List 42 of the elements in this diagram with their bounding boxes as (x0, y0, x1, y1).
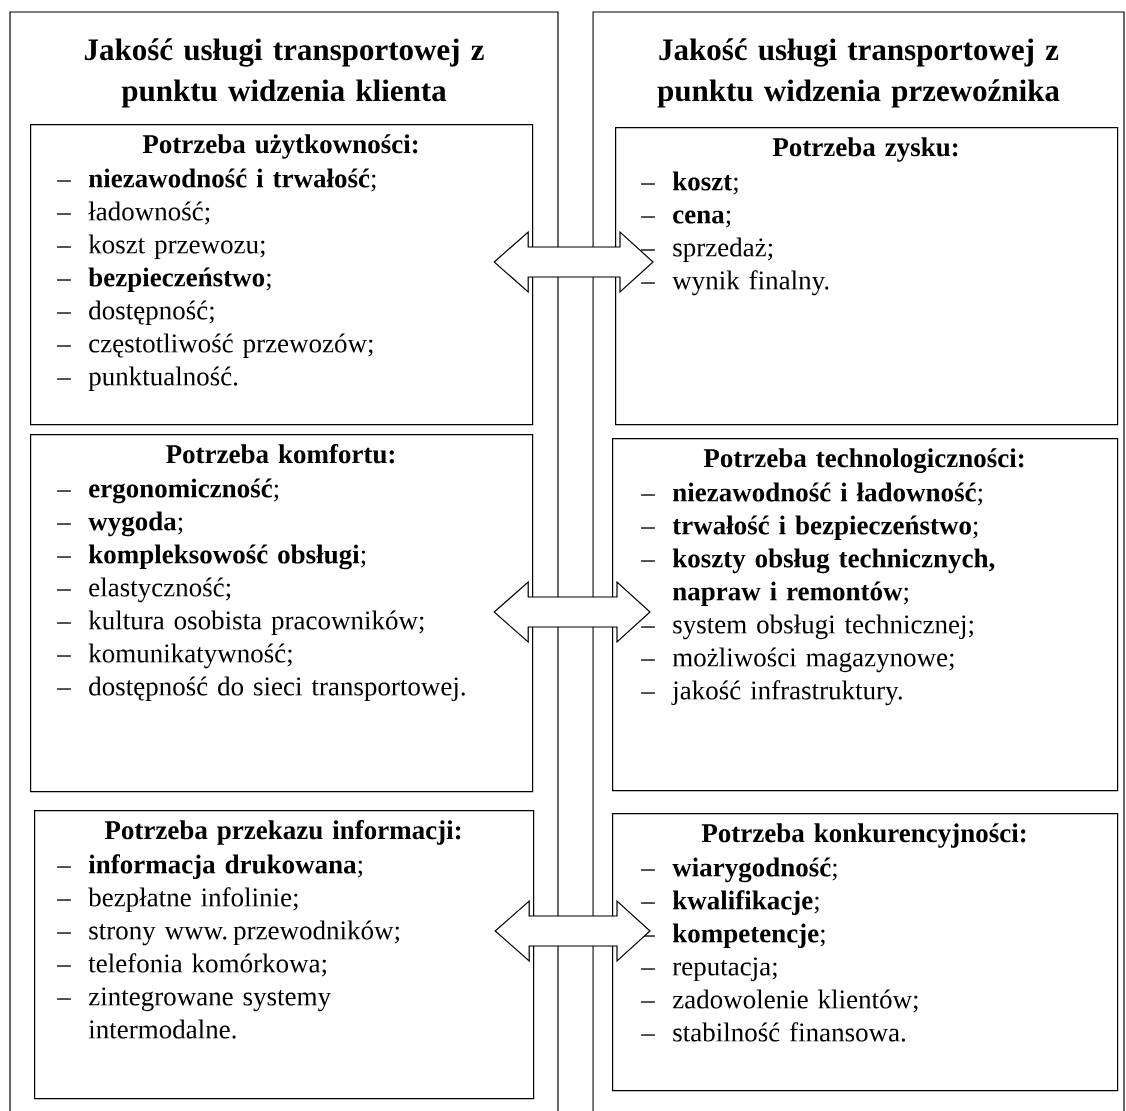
list-dash: – (641, 560, 655, 562)
list-box: Potrzeba technologiczności: – niezawodność i ładowność; – trwałość i bezpieczeństwo; – koszty obsług technicznych, napraw i remontów; – system obsługi technicznej; – możliwości magazynowe; – jakość infrastruktury. (612, 438, 1119, 792)
list-dash: – (641, 282, 655, 284)
list-dash: – (641, 968, 655, 970)
list-dash: – (57, 965, 71, 967)
list-dash: – (57, 523, 71, 525)
list-box: Potrzeba zysku: – koszt; – cena; – sprzedaż; – wynik finalny. (615, 127, 1119, 426)
list-dash: – (57, 589, 71, 591)
list-dash: – (57, 246, 71, 248)
list-dash: – (57, 556, 71, 558)
list-dash: – (641, 1034, 655, 1036)
double-arrow (493, 230, 654, 294)
list-box: Potrzeba komfortu: – ergonomiczność; – wygoda; – kompleksowość obsługi; – elastyczność; – kultura osobista pracowników; – komunikatywność; – dostępność do sieci transportowej. (30, 434, 534, 793)
list-dash: – (57, 622, 71, 624)
list-dash: – (57, 688, 71, 690)
list-dash: – (57, 998, 71, 1000)
list-dash: – (641, 869, 655, 871)
list-dash: – (641, 527, 655, 529)
list-dash: – (641, 1001, 655, 1003)
list-dash: – (57, 378, 71, 380)
list-dash: – (57, 899, 71, 901)
list-dash: – (57, 866, 71, 868)
list-dash: – (57, 345, 71, 347)
list-dash: – (641, 659, 655, 661)
list-dash: – (57, 655, 71, 657)
list-dash: – (641, 902, 655, 904)
list-box: Potrzeba użytkowności: – niezawodność i trwałość; – ładowność; – koszt przewozu; – bezpieczeństwo; – dostępność; – częstotliwość przewozów; – punktualność. (30, 124, 534, 426)
list-dash: – (57, 312, 71, 314)
list-dash: – (57, 490, 71, 492)
list-dash: – (641, 692, 655, 694)
list-dash: – (57, 180, 71, 182)
list-box: Potrzeba przekazu informacji: – informacja drukowana; – bezpłatne infolinie; – strony www. przewodników; – telefonia komórkowa; – zintegrowane systemy intermodalne. (34, 810, 535, 1100)
list-dash: – (641, 183, 655, 185)
double-arrow (494, 899, 651, 963)
list-dash: – (57, 279, 71, 281)
list-dash: – (641, 494, 655, 496)
list-dash: – (641, 216, 655, 218)
list-dash: – (57, 213, 71, 215)
double-arrow (493, 580, 651, 644)
list-dash: – (57, 932, 71, 934)
list-dash: – (641, 249, 655, 251)
list-dash: – (641, 626, 655, 628)
